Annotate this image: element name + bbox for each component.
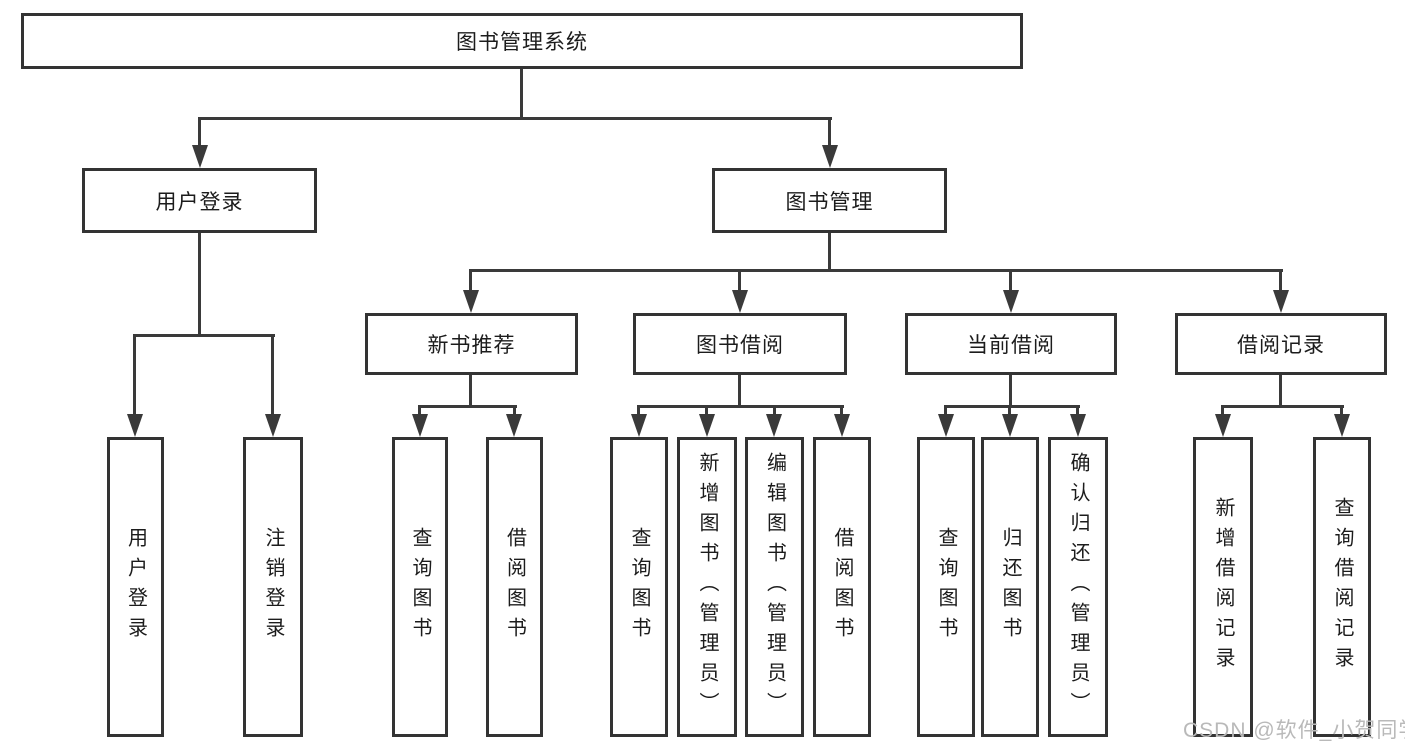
- connector-line: [133, 334, 136, 416]
- node-current-borrow: 当前借阅: [905, 313, 1117, 375]
- arrowhead-icon: [412, 414, 428, 437]
- leaf-confirm-return-admin: 确认归还（管理员）: [1048, 437, 1108, 737]
- leaf-label: 用户登录: [124, 527, 147, 647]
- arrowhead-icon: [938, 414, 954, 437]
- connector-line: [520, 69, 523, 118]
- arrowhead-icon: [463, 290, 479, 313]
- leaf-label: 新增借阅记录: [1212, 497, 1234, 677]
- connector-line: [469, 269, 472, 294]
- arrowhead-icon: [834, 414, 850, 437]
- connector-line: [513, 405, 516, 418]
- leaf-query-books-current: 查询图书: [917, 437, 975, 737]
- watermark-text: CSDN @软件_小贺同学: [1183, 719, 1405, 742]
- connector-line: [469, 269, 1283, 272]
- connector-line: [840, 405, 843, 418]
- connector-line: [271, 334, 274, 416]
- arrowhead-icon: [127, 414, 143, 437]
- connector-line: [944, 405, 1080, 408]
- leaf-label: 查询图书: [628, 527, 650, 647]
- connector-line: [469, 375, 472, 407]
- leaf-return-book: 归还图书: [981, 437, 1039, 737]
- connector-line: [738, 375, 741, 407]
- connector-line: [1221, 405, 1224, 418]
- arrowhead-icon: [822, 145, 838, 168]
- connector-line: [1279, 269, 1282, 294]
- arrowhead-icon: [506, 414, 522, 437]
- connector-line: [1221, 405, 1344, 408]
- leaf-label: 注销登录: [262, 527, 284, 647]
- leaf-add-borrow-record: 新增借阅记录: [1193, 437, 1253, 737]
- arrowhead-icon: [699, 414, 715, 437]
- connector-line: [828, 233, 831, 271]
- node-borrow-records: 借阅记录: [1175, 313, 1387, 375]
- leaf-label: 查询图书: [935, 527, 957, 647]
- connector-line: [198, 117, 201, 149]
- node-user-login: 用户登录: [82, 168, 317, 233]
- leaf-label: 借阅图书: [503, 527, 526, 647]
- connector-line: [1008, 405, 1011, 418]
- arrowhead-icon: [1273, 290, 1289, 313]
- arrowhead-icon: [631, 414, 647, 437]
- connector-line: [133, 334, 275, 337]
- connector-line: [1279, 375, 1282, 407]
- connector-line: [637, 405, 640, 418]
- node-library-system: 图书管理系统: [21, 13, 1023, 69]
- leaf-borrow-books-recommend: 借阅图书: [486, 437, 543, 737]
- connector-line: [1076, 405, 1079, 418]
- connector-line: [773, 405, 776, 418]
- node-book-management: 图书管理: [712, 168, 947, 233]
- leaf-label: 归还图书: [999, 527, 1021, 647]
- arrowhead-icon: [1070, 414, 1086, 437]
- node-new-book-recommend: 新书推荐: [365, 313, 578, 375]
- connector-line: [705, 405, 708, 418]
- leaf-label: 编辑图书（管理员）: [763, 452, 786, 722]
- leaf-add-book-admin: 新增图书（管理员）: [677, 437, 737, 737]
- connector-line: [828, 117, 831, 149]
- leaf-edit-book-admin: 编辑图书（管理员）: [745, 437, 804, 737]
- arrowhead-icon: [766, 414, 782, 437]
- leaf-borrow-books: 借阅图书: [813, 437, 871, 737]
- leaf-label: 查询图书: [409, 527, 431, 647]
- connector-line: [637, 405, 844, 408]
- leaf-user-login: 用户登录: [107, 437, 164, 737]
- leaf-query-books-borrow: 查询图书: [610, 437, 668, 737]
- connector-line: [944, 405, 947, 418]
- leaf-query-books-recommend: 查询图书: [392, 437, 448, 737]
- connector-line: [1009, 375, 1012, 407]
- arrowhead-icon: [1215, 414, 1231, 437]
- arrowhead-icon: [192, 145, 208, 168]
- connector-line: [1009, 269, 1012, 294]
- arrowhead-icon: [1003, 290, 1019, 313]
- connector-line: [738, 269, 741, 294]
- connector-line: [418, 405, 421, 418]
- arrowhead-icon: [265, 414, 281, 437]
- leaf-label: 借阅图书: [831, 527, 853, 647]
- connector-line: [418, 405, 517, 408]
- arrowhead-icon: [732, 290, 748, 313]
- leaf-query-borrow-record: 查询借阅记录: [1313, 437, 1371, 737]
- connector-line: [1340, 405, 1343, 418]
- leaf-label: 新增图书（管理员）: [696, 452, 718, 722]
- leaf-label: 查询借阅记录: [1331, 497, 1353, 677]
- arrowhead-icon: [1002, 414, 1018, 437]
- leaf-label: 确认归还（管理员）: [1067, 452, 1089, 722]
- arrowhead-icon: [1334, 414, 1350, 437]
- connector-line: [198, 233, 201, 336]
- connector-line: [198, 117, 832, 120]
- node-book-borrow: 图书借阅: [633, 313, 847, 375]
- leaf-logout: 注销登录: [243, 437, 303, 737]
